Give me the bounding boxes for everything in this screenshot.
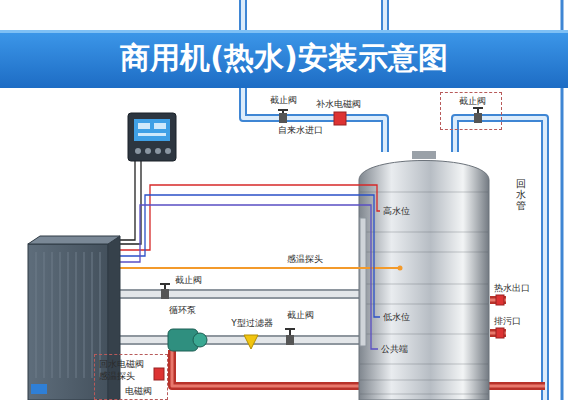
sensor-line [120,267,357,269]
wire-controller [128,113,176,161]
wire-controller [155,148,161,154]
wire-controller [135,148,141,154]
solenoid-valve [496,295,504,305]
gate-valve [279,113,287,123]
cold-water-pipe [243,86,545,400]
gate-valve [286,335,294,345]
diagram-title: 商用机(热水)安装示意图 [0,40,568,76]
wire-controller [138,133,166,136]
water-tank [360,218,366,346]
node-label: 电磁阀 [125,386,152,397]
component-label: 热水出口 [494,283,530,294]
node-label: 低水位 [383,312,410,323]
gate-valve [278,110,288,113]
gate-valve [285,329,295,335]
water-tank [360,394,488,395]
water-tank [412,151,436,159]
sensor-line [120,268,357,269]
water-tank [360,232,488,233]
control-wire [120,195,357,256]
circulation-pipe [120,294,362,340]
component-label: 排污口 [494,316,521,327]
gate-valve [161,289,169,299]
water-tank [360,284,488,285]
component-label: 循环泵 [169,305,196,316]
water-tank [357,205,378,349]
heat-pump-unit [28,236,120,244]
cold-water-pipe [243,0,385,30]
solenoid-valve [334,112,346,125]
circulation-pipe [120,294,362,340]
solenoid-valve [154,368,164,380]
component-label: 自来水进口 [278,125,323,136]
water-tank [360,192,488,193]
water-tank [360,304,488,305]
component-label: 截止阀 [287,310,314,321]
water-tank [360,192,488,394]
wire-controller [165,148,171,154]
solenoid-valve [496,328,504,338]
water-tank [360,364,488,365]
heat-pump-unit [36,252,100,378]
wire-controller [128,113,176,161]
control-wire [120,205,357,262]
cold-water-pipe [243,0,385,30]
water-tank [398,266,403,271]
water-tank-shape [357,148,491,400]
component-label: Y型过滤器 [231,318,273,329]
water-tank [360,252,488,253]
node-label: 感温探头 [99,371,135,382]
node-label: 回水电磁阀 [99,359,144,370]
gate-valve [474,113,482,123]
node-label: 公共端 [381,344,408,355]
gate-valve [160,284,170,289]
cold-water-pipe [243,86,545,400]
water-tank [357,267,400,269]
control-wire [120,160,357,262]
water-tank [357,185,380,211]
title-band [0,30,568,88]
dashed-valve-group: 回水电磁阀感温探头电磁阀 [94,354,168,400]
node-label: 截止阀 [459,96,486,107]
component-label: 截止阀 [270,95,297,106]
y-strainer [244,335,258,349]
water-tank [360,334,488,335]
water-tank [359,161,489,400]
wire-controller [145,148,151,154]
title-band [0,30,568,88]
water-tank: 高水位低水位公共端 [357,148,491,400]
y-strainer [244,335,258,349]
dashed-valve-group: 截止阀 [440,92,502,130]
component-label: 感温探头 [287,254,323,265]
circulation-pump [193,333,207,347]
component-label: 回水管 [516,178,526,211]
component-label: 补水电磁阀 [316,99,361,110]
heat-pump-unit [31,384,47,394]
gate-valve [473,108,483,113]
wire-controller [138,123,150,129]
component-label: 截止阀 [175,275,202,286]
circulation-pipe [120,294,362,340]
wire-controller [134,119,170,141]
wire-controller [154,123,166,129]
control-wire [120,160,141,244]
title-band [0,30,568,33]
water-tank [360,380,488,381]
heat-pump-unit [28,244,108,400]
water-tank [357,195,380,317]
node-label: 高水位 [383,206,410,217]
